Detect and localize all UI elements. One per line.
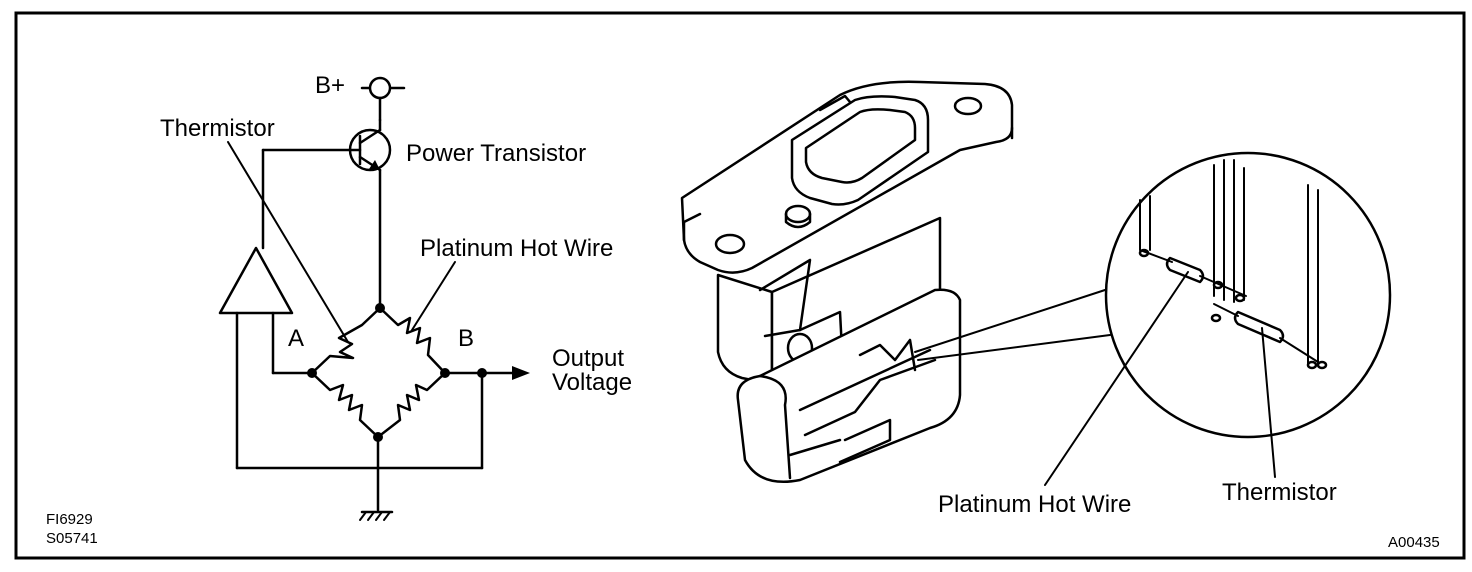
sensor-hotwire-label: Platinum Hot Wire	[938, 491, 1131, 518]
supply-label: B+	[315, 72, 345, 99]
bridge-schematic: B+ Power Transistor	[46, 72, 632, 547]
thermistor-label: Thermistor	[160, 115, 275, 142]
figure-code-1: FI6929	[46, 511, 93, 528]
supply-terminal	[360, 76, 406, 122]
figure-frame	[14, 11, 1466, 560]
resistor-bridge	[307, 303, 530, 442]
sensor-thermistor-leader	[1261, 327, 1276, 478]
sensor-illustration: Platinum Hot Wire Thermistor A00435	[680, 80, 1440, 551]
power-transistor-symbol	[261, 118, 392, 310]
sensor-body	[716, 273, 774, 386]
hotwire-label: Platinum Hot Wire	[420, 235, 613, 262]
ground-symbol	[359, 435, 394, 521]
sensor-probe-tube	[736, 288, 962, 484]
node-b-label: B	[458, 325, 474, 352]
sensor-thermistor-label: Thermistor	[1222, 479, 1337, 506]
sensor-hotwire-leader	[1044, 271, 1189, 486]
node-a-label: A	[288, 325, 304, 352]
magnified-view	[1104, 151, 1392, 439]
sensor-connector	[790, 95, 930, 206]
figure-code-3: A00435	[1388, 534, 1440, 551]
figure-code-2: S05741	[46, 530, 98, 547]
output-label-line1: Output	[552, 345, 624, 372]
power-transistor-label: Power Transistor	[406, 140, 586, 167]
hotwire-leader	[411, 261, 456, 331]
output-label-line2: Voltage	[552, 369, 632, 396]
thermistor-leader	[227, 141, 349, 343]
op-amp-symbol	[218, 246, 484, 470]
